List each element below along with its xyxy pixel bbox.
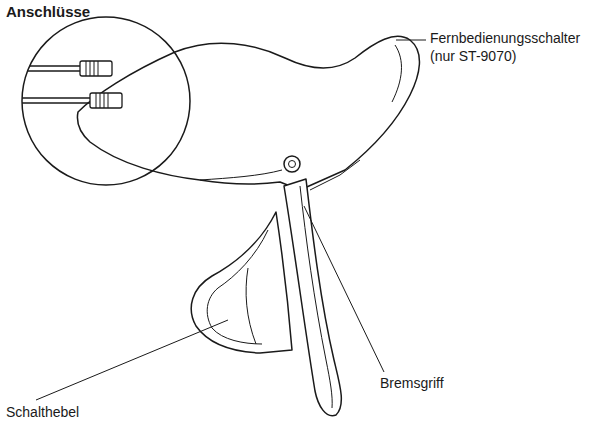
leader-line (36, 320, 228, 400)
shift-lever (191, 212, 292, 353)
part-label: Fernbedienungsschalter (nur ST-9070) (430, 29, 596, 65)
connector-inset (10, 61, 122, 108)
leader-line (304, 206, 384, 372)
part-label: Schalthebel (6, 403, 79, 421)
lever-hood (78, 36, 420, 190)
part-label: Bremsgriff (380, 374, 444, 392)
pivot-bolt (284, 156, 300, 172)
inset-circle (22, 17, 190, 185)
brake-lever (284, 179, 341, 416)
inset-heading: Anschlüsse (6, 2, 90, 22)
leader-line (396, 40, 426, 41)
